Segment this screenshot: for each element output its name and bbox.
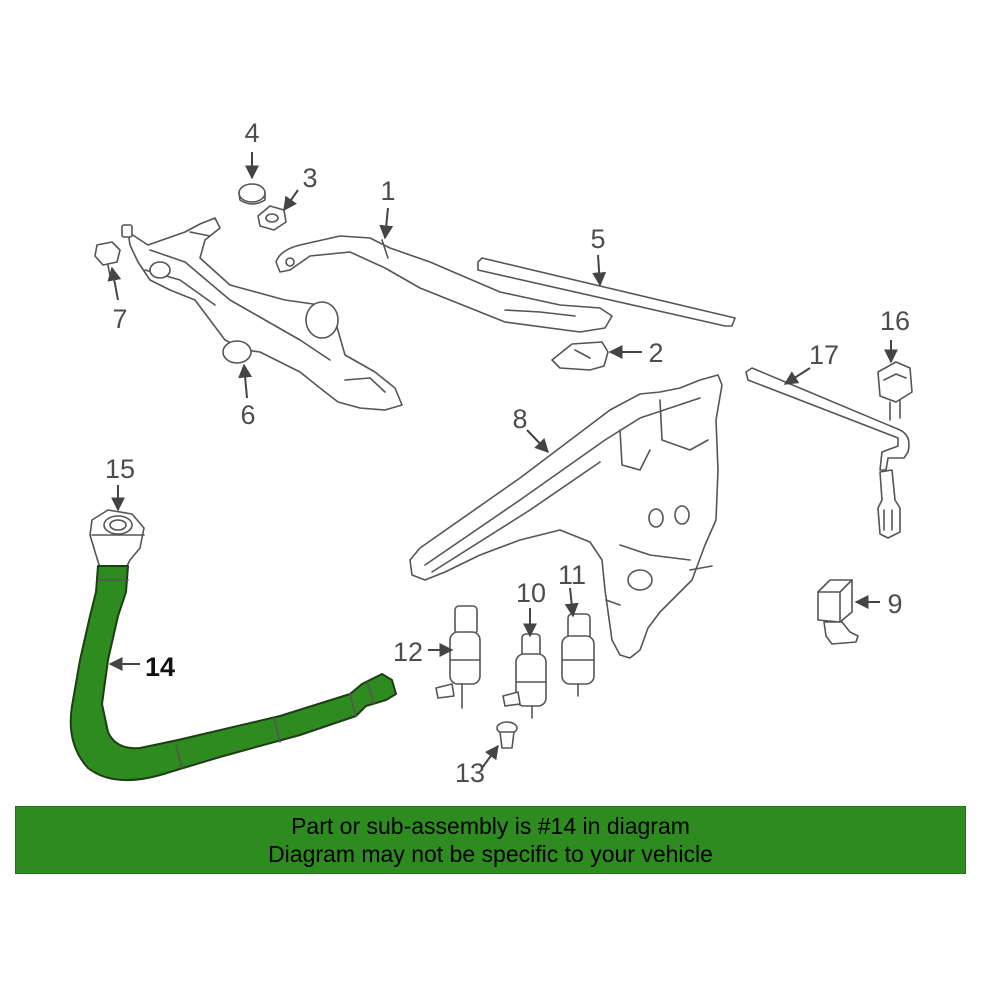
callout-numbers: 4 3 1 5 2 7 6 8 17 16 9 12 10 11 13 15 1… [105, 118, 910, 788]
part-15-filler-neck [89, 509, 145, 569]
part-17-hose [745, 367, 910, 471]
callout-16: 16 [880, 306, 910, 336]
callout-15: 15 [105, 454, 135, 484]
part-10-pump [502, 633, 547, 719]
part-14-hose-highlighted [69, 565, 397, 781]
leader-5 [592, 254, 607, 287]
callout-5: 5 [590, 224, 605, 254]
part-4-cap [238, 183, 266, 205]
callout-12: 12 [393, 637, 423, 667]
part-16-connector [877, 361, 913, 539]
leader-7 [107, 266, 122, 301]
leader-8 [526, 429, 549, 454]
part-6-wiper-linkage [121, 217, 403, 411]
callout-7: 7 [112, 304, 127, 334]
callout-14: 14 [145, 652, 175, 682]
leader-1 [379, 207, 394, 240]
callout-9: 9 [887, 589, 902, 619]
leader-17 [783, 367, 811, 385]
callout-3: 3 [302, 163, 317, 193]
part-12-pump [435, 605, 481, 709]
part-9-sensor [817, 579, 859, 645]
leader-6 [238, 363, 253, 399]
leader-13 [481, 744, 499, 769]
leader-11 [564, 587, 579, 618]
info-banner: Part or sub-assembly is #14 in diagram D… [15, 806, 966, 874]
banner-line-1: Part or sub-assembly is #14 in diagram [291, 813, 690, 839]
part-1-wiper-arm [275, 235, 613, 333]
callout-6: 6 [240, 400, 255, 430]
leader-lines [107, 152, 898, 769]
part-7-bolt [94, 241, 121, 277]
callout-4: 4 [244, 118, 259, 148]
callout-2: 2 [648, 338, 663, 368]
part-3-nut [257, 205, 287, 231]
callout-1: 1 [380, 176, 395, 206]
leader-3 [283, 189, 299, 212]
banner-line-2: Diagram may not be specific to your vehi… [268, 841, 713, 867]
callout-10: 10 [516, 578, 546, 608]
part-2-clip [551, 341, 609, 371]
part-13-grommet [496, 721, 518, 749]
callout-13: 13 [455, 758, 485, 788]
part-11-pump [561, 613, 595, 697]
part-14-hose-fill [69, 565, 397, 781]
part-5-wiper-blade [477, 257, 736, 327]
callout-17: 17 [809, 340, 839, 370]
callout-11: 11 [558, 560, 586, 590]
part-8-washer-reservoir [409, 374, 723, 659]
callout-8: 8 [512, 404, 527, 434]
